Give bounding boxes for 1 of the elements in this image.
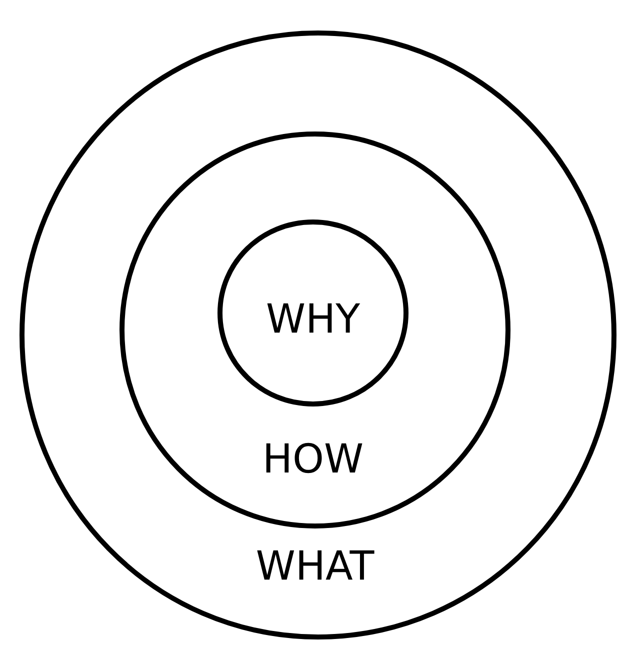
ring: WHY bbox=[218, 220, 408, 406]
